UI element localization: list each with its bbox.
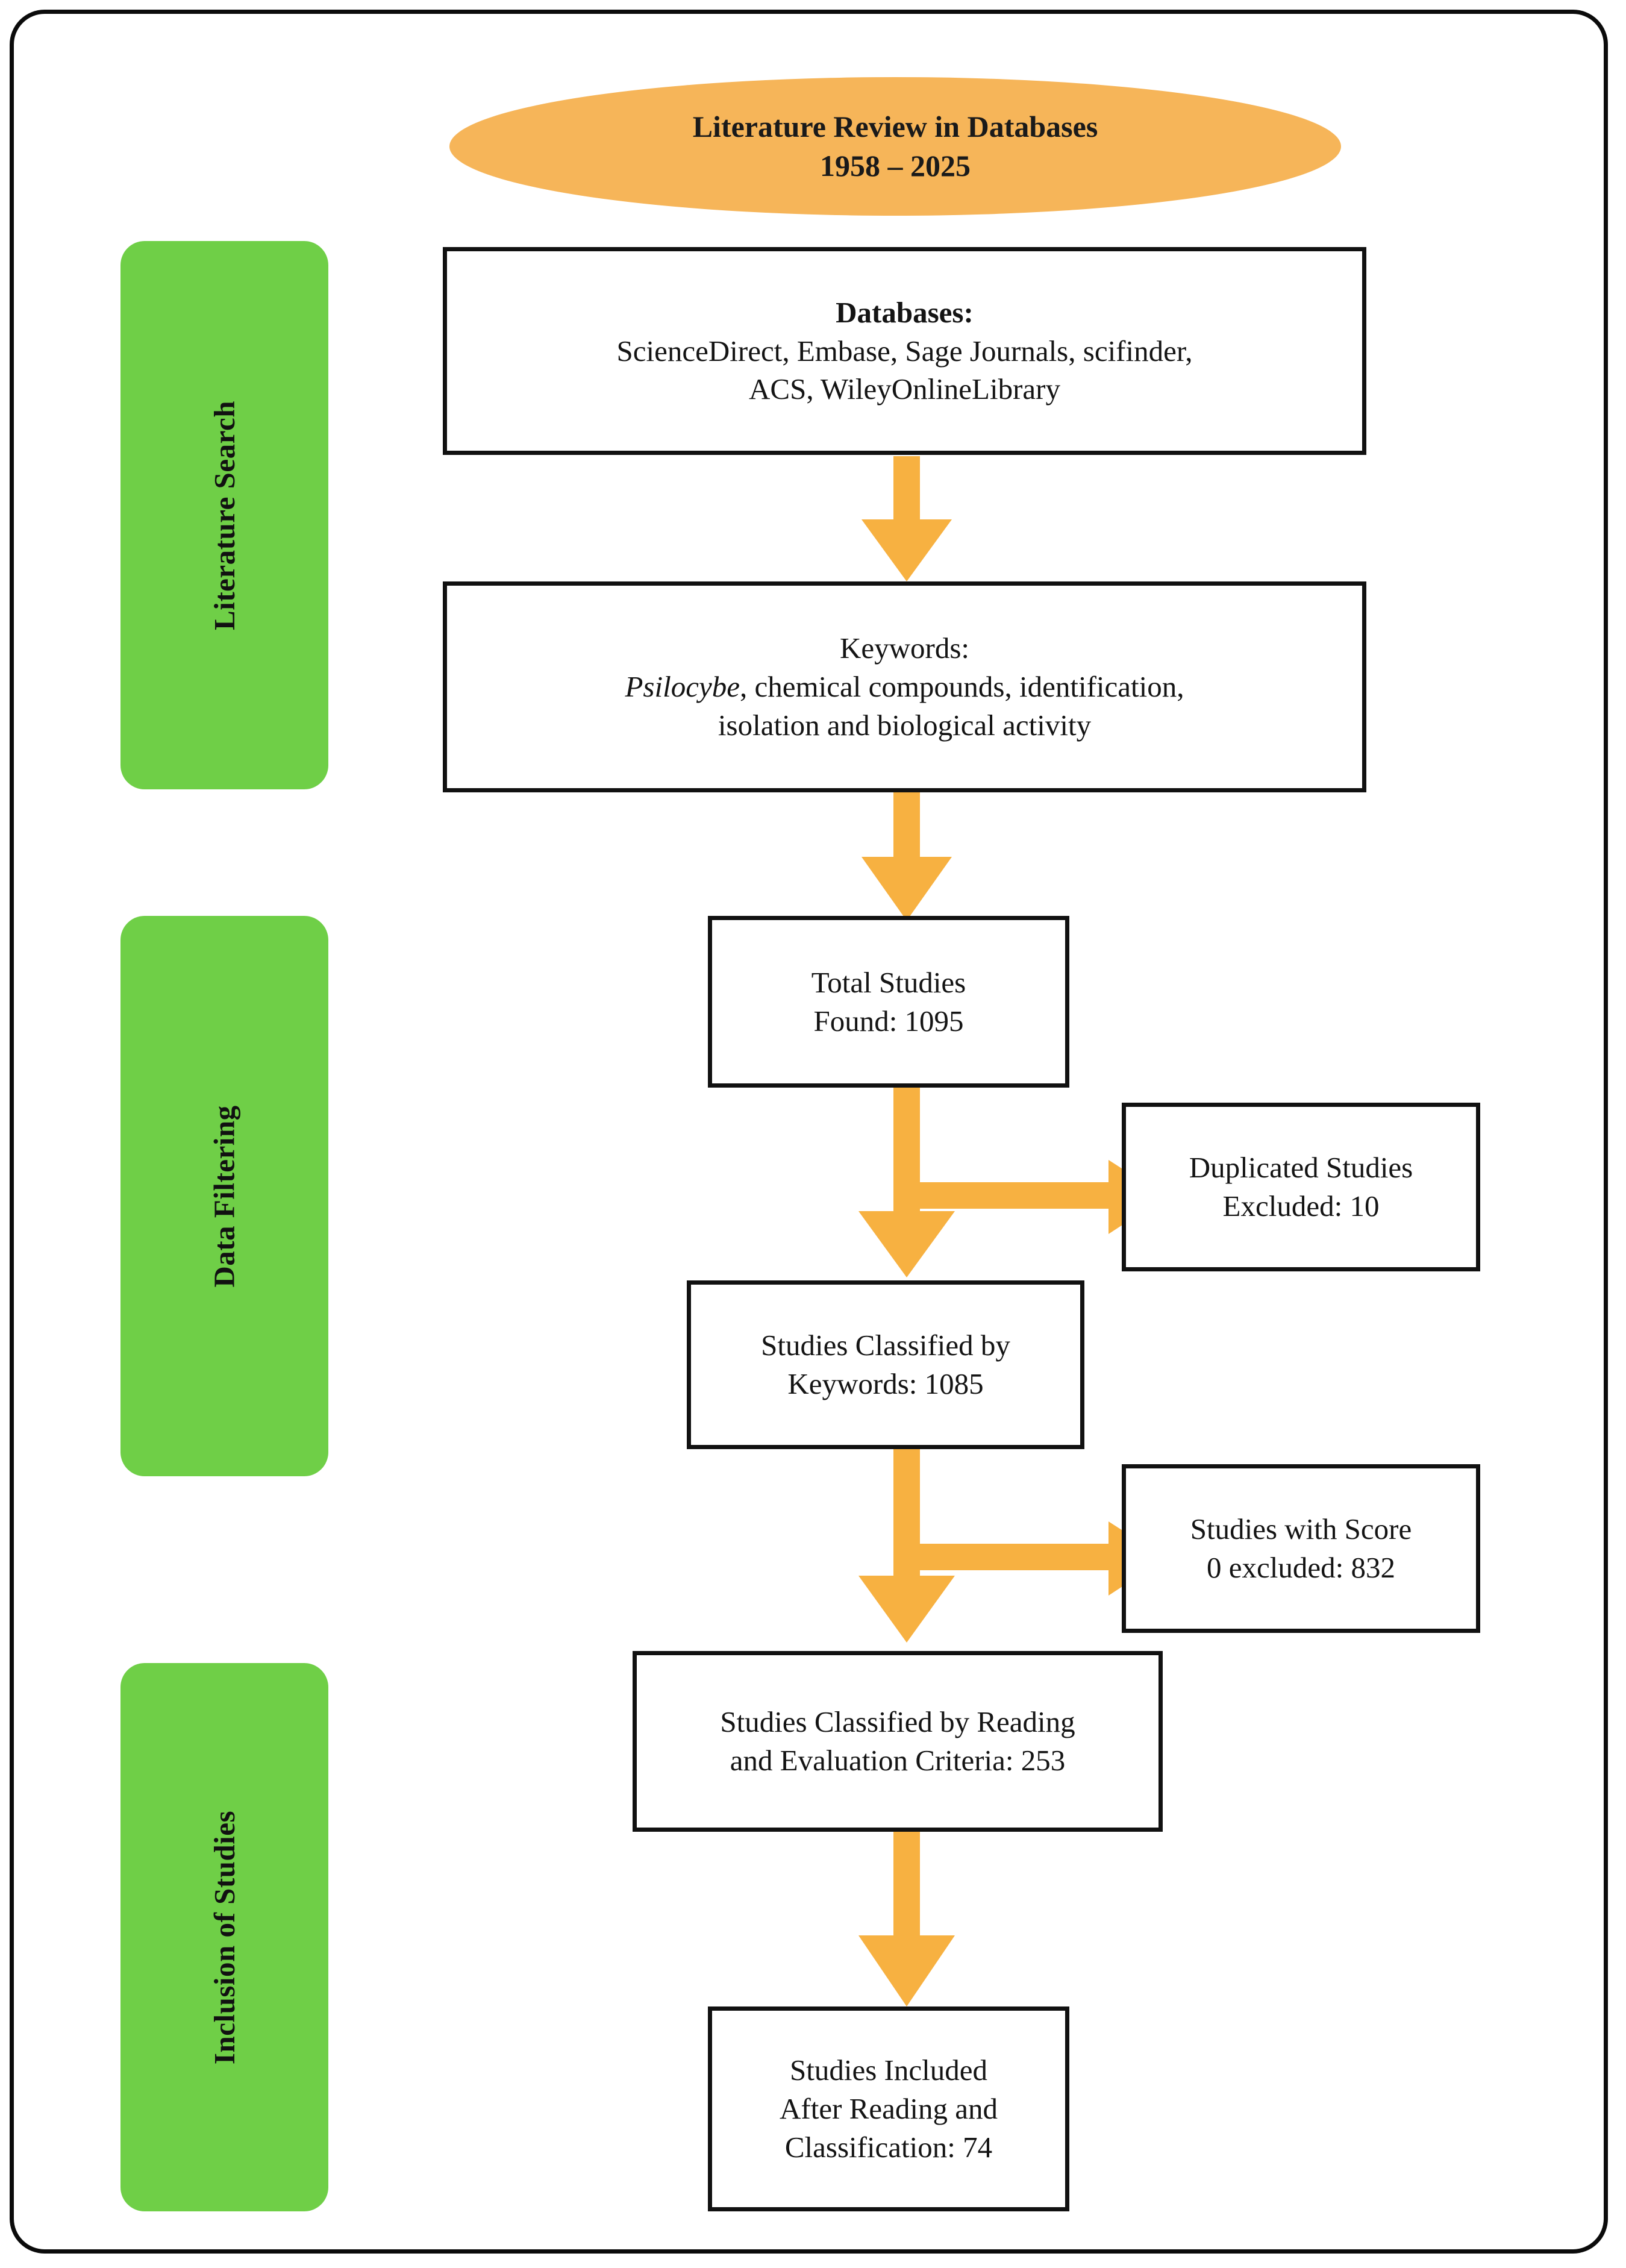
title-line-1: Literature Review in Databases [692, 110, 1098, 143]
classified-keywords-line-2: Keywords: 1085 [787, 1367, 984, 1400]
node-studies-with-score-0-excluded: Studies with Score 0 excluded: 832 [1122, 1464, 1480, 1633]
keywords-genus-italic: Psilocybe [625, 670, 740, 704]
title-ellipse: Literature Review in Databases 1958 – 20… [449, 77, 1341, 216]
arrow-total-studies-branch [858, 1085, 1166, 1277]
studies-included-line-2: After Reading and [780, 2092, 998, 2126]
score-excluded-line-2: 0 excluded: 832 [1207, 1551, 1395, 1584]
stage-inclusion-of-studies-label: Inclusion of Studies [208, 1810, 242, 2064]
classified-reading-line-2: and Evaluation Criteria: 253 [730, 1744, 1066, 1777]
stage-data-filtering-label: Data Filtering [207, 1104, 241, 1288]
node-studies-included: Studies Included After Reading and Class… [708, 2006, 1069, 2211]
arrow-databases-to-keywords [861, 456, 952, 581]
databases-line-2: ACS, WileyOnlineLibrary [749, 372, 1060, 406]
node-studies-classified-by-keywords: Studies Classified by Keywords: 1085 [687, 1280, 1084, 1449]
keywords-line-2: isolation and biological activity [718, 708, 1092, 742]
score-excluded-line-1: Studies with Score [1190, 1512, 1412, 1546]
duplicated-studies-line-2: Excluded: 10 [1222, 1189, 1380, 1223]
title-line-2: 1958 – 2025 [820, 149, 971, 183]
studies-included-line-3: Classification: 74 [784, 2130, 993, 2164]
stage-literature-search: Literature Search [120, 241, 328, 789]
databases-line-1: ScienceDirect, Embase, Sage Journals, sc… [616, 334, 1193, 368]
arrow-keywords-to-total-studies [861, 792, 952, 921]
duplicated-studies-line-1: Duplicated Studies [1189, 1151, 1413, 1185]
databases-heading: Databases: [836, 295, 974, 329]
classified-reading-line-1: Studies Classified by Reading [720, 1705, 1075, 1739]
total-studies-line-1: Total Studies [811, 965, 966, 999]
arrow-reading-to-included [858, 1832, 955, 2006]
node-databases: Databases: ScienceDirect, Embase, Sage J… [443, 247, 1366, 455]
keywords-line-1: Psilocybe, chemical compounds, identific… [625, 668, 1184, 706]
total-studies-line-2: Found: 1095 [813, 1004, 964, 1038]
classified-keywords-line-1: Studies Classified by [761, 1329, 1010, 1362]
node-keywords: Keywords: Psilocybe, chemical compounds,… [443, 581, 1366, 792]
node-studies-classified-by-reading: Studies Classified by Reading and Evalua… [633, 1651, 1163, 1832]
arrow-keywords-classified-branch [858, 1446, 1166, 1643]
studies-included-line-1: Studies Included [790, 2053, 987, 2087]
stage-literature-search-label: Literature Search [208, 400, 241, 630]
stage-inclusion-of-studies: Inclusion of Studies [120, 1663, 328, 2211]
node-total-studies-found: Total Studies Found: 1095 [708, 916, 1069, 1088]
keywords-heading: Keywords: [839, 631, 970, 665]
stage-data-filtering: Data Filtering [120, 916, 328, 1476]
keywords-line-1-rest: , chemical compounds, identification, [739, 670, 1184, 704]
node-duplicated-studies-excluded: Duplicated Studies Excluded: 10 [1122, 1103, 1480, 1271]
